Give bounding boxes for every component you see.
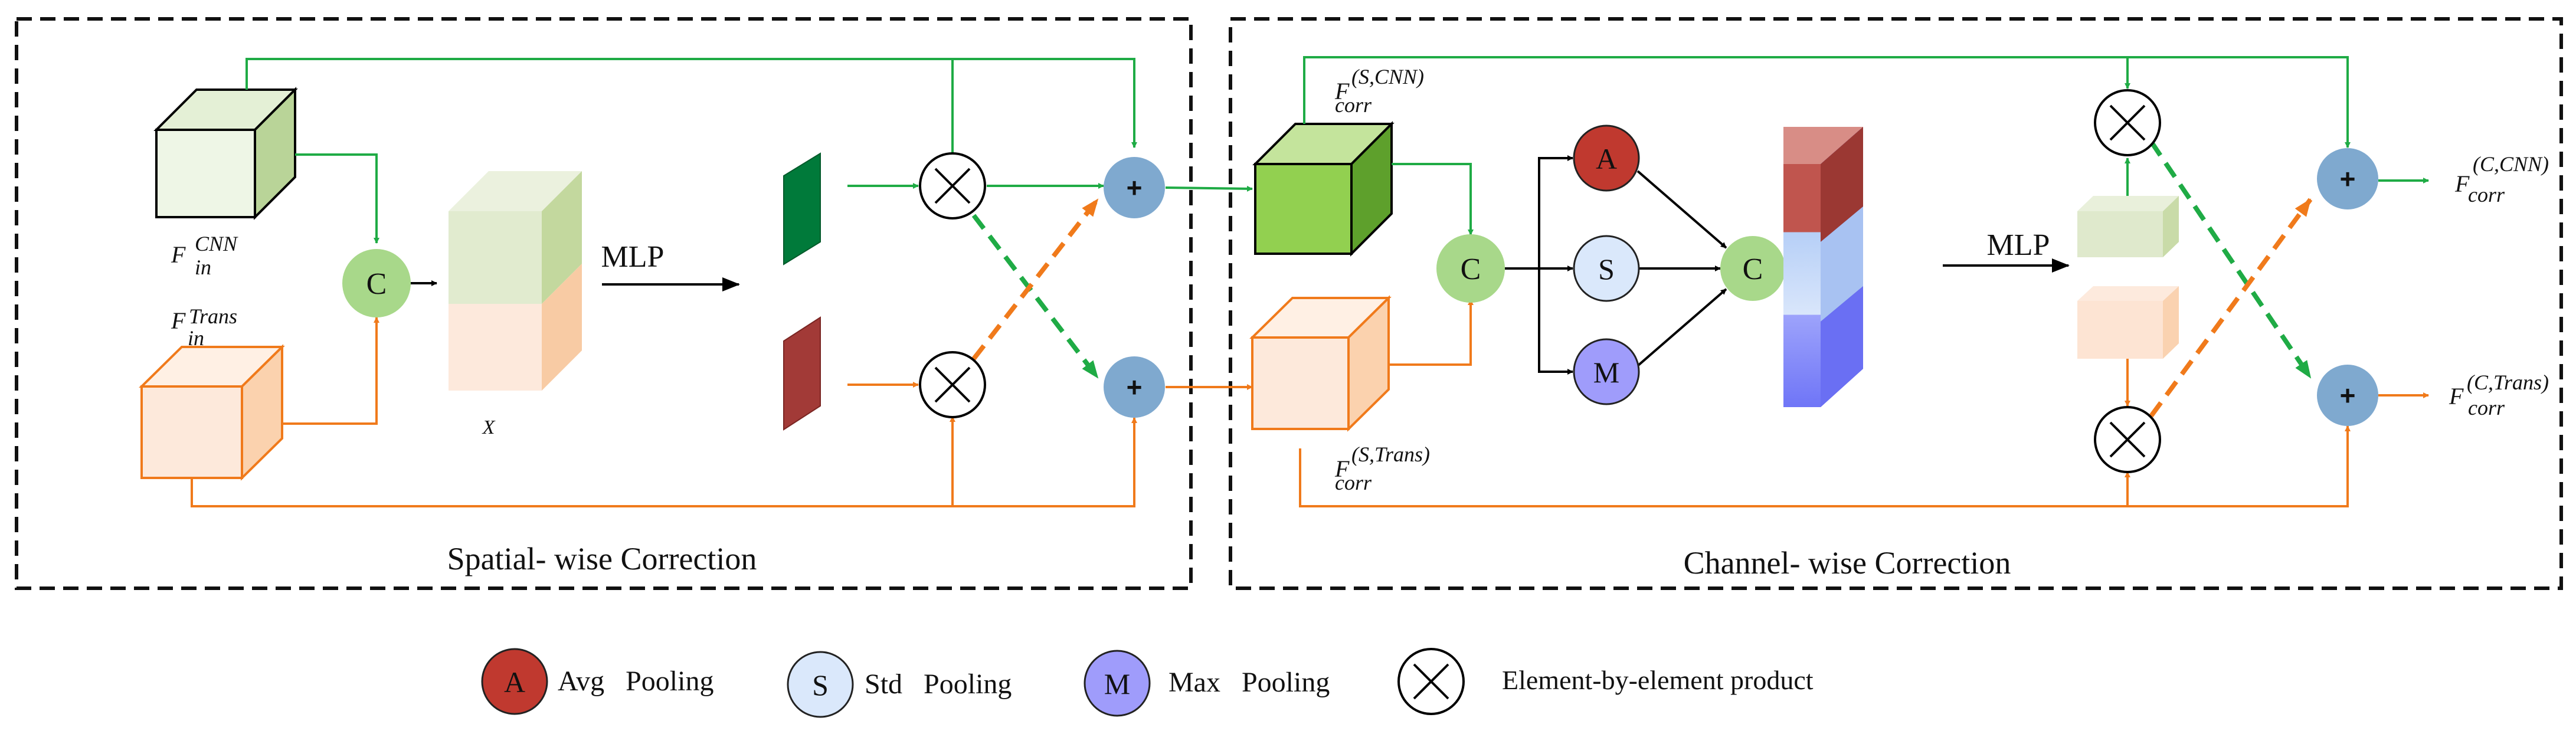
pooling-wires bbox=[1505, 155, 2070, 375]
channel-trans-wires bbox=[1299, 299, 2429, 507]
spatial-corrected-cnn-cube bbox=[1252, 121, 1395, 257]
svg-text:F: F bbox=[2454, 171, 2470, 197]
svg-text:C: C bbox=[366, 267, 387, 301]
channel-cnn-wires bbox=[1303, 56, 2429, 235]
spatial-corrected-trans-cube bbox=[1249, 295, 1392, 432]
channel-add-trans: + bbox=[2317, 365, 2378, 426]
spatial-corrected-trans-label: F corr (S,Trans) bbox=[1334, 443, 1430, 494]
svg-text:+: + bbox=[2340, 380, 2356, 411]
channel-cross-trans-dashed bbox=[2149, 198, 2313, 418]
svg-text:+: + bbox=[2340, 163, 2356, 194]
legend-max-pooling: M Max Pooling bbox=[1084, 650, 1330, 717]
spatial-concat-node: C bbox=[342, 249, 411, 317]
cnn-spatial-map bbox=[783, 152, 821, 266]
output-trans-label: F corr (C,Trans) bbox=[2449, 371, 2549, 420]
concat-feature-block bbox=[449, 171, 582, 391]
spatial-cross-cnn-dashed bbox=[971, 214, 1100, 379]
legend-avg-pooling: A Avg Pooling bbox=[481, 648, 713, 715]
trans-input-label: F in Trans bbox=[171, 304, 237, 350]
svg-text:S: S bbox=[812, 669, 829, 702]
spatial-product-trans bbox=[919, 351, 986, 418]
svg-text:Trans: Trans bbox=[189, 304, 237, 328]
svg-text:A: A bbox=[504, 666, 525, 699]
channel-product-cnn bbox=[2094, 89, 2161, 156]
channel-panel: Channel- wise Correction bbox=[1229, 17, 2563, 590]
svg-text:(C,CNN): (C,CNN) bbox=[2473, 152, 2549, 176]
legend: A Avg Pooling S Std Pooling M Max Poolin… bbox=[481, 648, 1814, 718]
trans-channel-weight bbox=[2077, 286, 2179, 359]
trans-spatial-map bbox=[783, 316, 821, 431]
channel-product-trans bbox=[2094, 406, 2161, 473]
svg-text:Std Pooling: Std Pooling bbox=[865, 669, 1012, 700]
channel-panel-border bbox=[1229, 17, 2563, 590]
spatial-cnn-wires bbox=[246, 58, 1253, 244]
svg-text:M: M bbox=[1104, 667, 1130, 700]
svg-text:M: M bbox=[1593, 356, 1619, 389]
stat-feature-column bbox=[1783, 127, 1863, 407]
spatial-mlp-label: MLP bbox=[601, 240, 665, 274]
max-pooling-node: M bbox=[1573, 338, 1640, 405]
avg-pooling-node: A bbox=[1573, 124, 1640, 192]
svg-text:(C,Trans): (C,Trans) bbox=[2467, 371, 2549, 394]
legend-std-pooling: S Std Pooling bbox=[787, 651, 1012, 718]
svg-text:F: F bbox=[171, 241, 186, 268]
spatial-cross-trans-dashed bbox=[971, 198, 1100, 361]
svg-text:+: + bbox=[1127, 172, 1143, 203]
svg-text:in: in bbox=[188, 326, 204, 350]
channel-add-cnn: + bbox=[2317, 148, 2378, 209]
svg-text:Element-by-element product: Element-by-element product bbox=[1502, 665, 1814, 695]
svg-text:F: F bbox=[2449, 383, 2464, 409]
channel-mlp-label: MLP bbox=[1987, 228, 2050, 262]
spatial-corrected-cnn-label: F corr (S,CNN) bbox=[1334, 65, 1424, 117]
svg-text:(S,Trans): (S,Trans) bbox=[1351, 443, 1430, 466]
spatial-panel-title: Spatial- wise Correction bbox=[447, 541, 757, 576]
svg-text:corr: corr bbox=[2468, 183, 2505, 207]
svg-text:Avg Pooling: Avg Pooling bbox=[558, 666, 713, 697]
svg-text:corr: corr bbox=[2468, 396, 2505, 420]
svg-text:CNN: CNN bbox=[195, 232, 238, 255]
svg-text:S: S bbox=[1598, 253, 1615, 286]
svg-text:corr: corr bbox=[1335, 93, 1372, 117]
legend-element-product: Element-by-element product bbox=[1397, 648, 1814, 715]
svg-text:F: F bbox=[1334, 78, 1350, 104]
svg-text:Max Pooling: Max Pooling bbox=[1168, 667, 1330, 698]
spatial-product-cnn bbox=[919, 152, 986, 219]
spatial-panel: Spatial- wise Correction bbox=[15, 17, 1193, 590]
spatial-add-cnn: + bbox=[1104, 157, 1165, 218]
svg-text:+: + bbox=[1127, 372, 1143, 402]
svg-text:corr: corr bbox=[1335, 471, 1372, 494]
svg-text:F: F bbox=[171, 307, 186, 334]
channel-cross-cnn-dashed bbox=[2149, 140, 2313, 379]
channel-concat-node: C bbox=[1436, 234, 1505, 303]
svg-text:in: in bbox=[195, 255, 211, 279]
svg-text:C: C bbox=[1461, 253, 1481, 286]
stat-concat-node: C bbox=[1720, 236, 1785, 301]
svg-text:A: A bbox=[1596, 142, 1617, 175]
svg-text:F: F bbox=[1334, 456, 1350, 482]
spatial-trans-wires bbox=[191, 317, 1253, 507]
trans-input-cube bbox=[139, 344, 285, 481]
std-pooling-node: S bbox=[1573, 235, 1640, 302]
svg-text:C: C bbox=[1743, 253, 1763, 286]
cnn-input-cube bbox=[153, 87, 298, 220]
spatial-add-trans: + bbox=[1104, 356, 1165, 418]
svg-text:(S,CNN): (S,CNN) bbox=[1351, 65, 1424, 89]
cnn-channel-weight bbox=[2077, 196, 2179, 257]
cnn-input-label: F in CNN bbox=[171, 232, 238, 279]
output-cnn-label: F corr (C,CNN) bbox=[2454, 152, 2549, 207]
x-label: X bbox=[482, 417, 496, 438]
channel-panel-title: Channel- wise Correction bbox=[1684, 545, 2011, 581]
